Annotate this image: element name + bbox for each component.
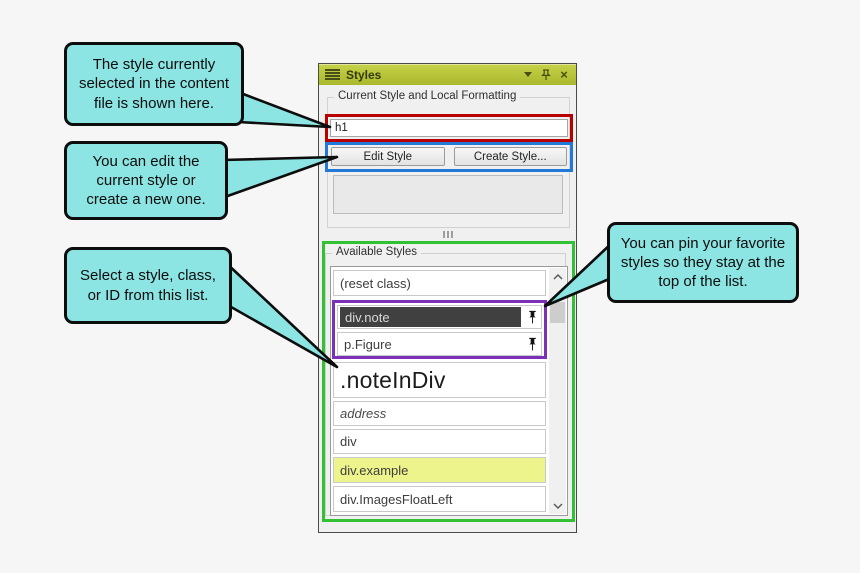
current-style-input[interactable] <box>330 119 568 137</box>
list-item-div-imagesfloatleft[interactable]: div.ImagesFloatLeft <box>333 486 546 512</box>
pin-icon <box>541 68 551 80</box>
panel-dock-pin-button[interactable] <box>538 67 554 83</box>
callout-text: Select a style, class, or ID from this l… <box>80 267 216 304</box>
panel-titlebar: Styles × <box>319 64 576 85</box>
styles-list: (reset class) div.note p.Figure <box>330 266 568 516</box>
splitter-handle[interactable] <box>319 230 576 238</box>
list-item-p-figure[interactable]: p.Figure <box>337 332 542 356</box>
chevron-up-icon <box>553 273 562 279</box>
list-item-div-note[interactable]: div.note <box>337 305 542 329</box>
close-icon: × <box>560 67 568 82</box>
panel-menu-button[interactable] <box>520 67 536 83</box>
scrollbar[interactable] <box>549 268 566 514</box>
available-styles-group-label: Available Styles <box>332 246 421 258</box>
list-item-reset-class[interactable]: (reset class) <box>333 270 546 296</box>
scrollbar-up-button[interactable] <box>549 268 566 285</box>
callout-text: You can pin your favorite styles so they… <box>620 234 786 291</box>
list-item-div[interactable]: div <box>333 429 546 454</box>
current-style-group: Current Style and Local Formatting <box>327 90 570 228</box>
pin-icon[interactable] <box>527 310 538 325</box>
create-style-button[interactable]: Create Style... <box>453 147 567 166</box>
style-preview-box <box>333 175 563 214</box>
callout-current-style: The style currently selected in the cont… <box>64 42 244 126</box>
edit-style-button[interactable]: Edit Style <box>331 147 445 166</box>
callout-select-style: Select a style, class, or ID from this l… <box>64 247 232 324</box>
callout-text: You can edit the current style or create… <box>86 152 206 209</box>
styles-panel: Styles × Current Style and Local Formatt… <box>318 63 577 533</box>
callout-pin-styles: You can pin your favorite styles so they… <box>607 222 799 303</box>
scrollbar-thumb[interactable] <box>550 302 565 323</box>
callout-text: The style currently selected in the cont… <box>78 56 230 112</box>
style-buttons-row: Edit Style Create Style... <box>331 147 567 167</box>
list-item-address[interactable]: address <box>333 401 546 426</box>
pointer-to-style-input <box>236 90 332 129</box>
annotation-purple-box: div.note p.Figure <box>332 300 547 359</box>
callout-edit-create: You can edit the current style or create… <box>64 141 228 220</box>
chevron-down-icon <box>524 72 532 77</box>
annotation-green-box <box>322 241 575 522</box>
hamburger-icon[interactable] <box>325 69 340 80</box>
panel-close-button[interactable]: × <box>556 67 572 83</box>
selected-style-label: div.note <box>340 307 521 327</box>
current-style-group-label: Current Style and Local Formatting <box>334 90 521 102</box>
pin-icon[interactable] <box>527 337 538 352</box>
panel-title: Styles <box>346 67 382 82</box>
list-item-noteindiv[interactable]: .noteInDiv <box>333 362 546 398</box>
chevron-down-icon <box>553 503 562 509</box>
list-item-div-example[interactable]: div.example <box>333 457 546 483</box>
style-label: p.Figure <box>344 336 392 352</box>
scrollbar-down-button[interactable] <box>549 497 566 514</box>
